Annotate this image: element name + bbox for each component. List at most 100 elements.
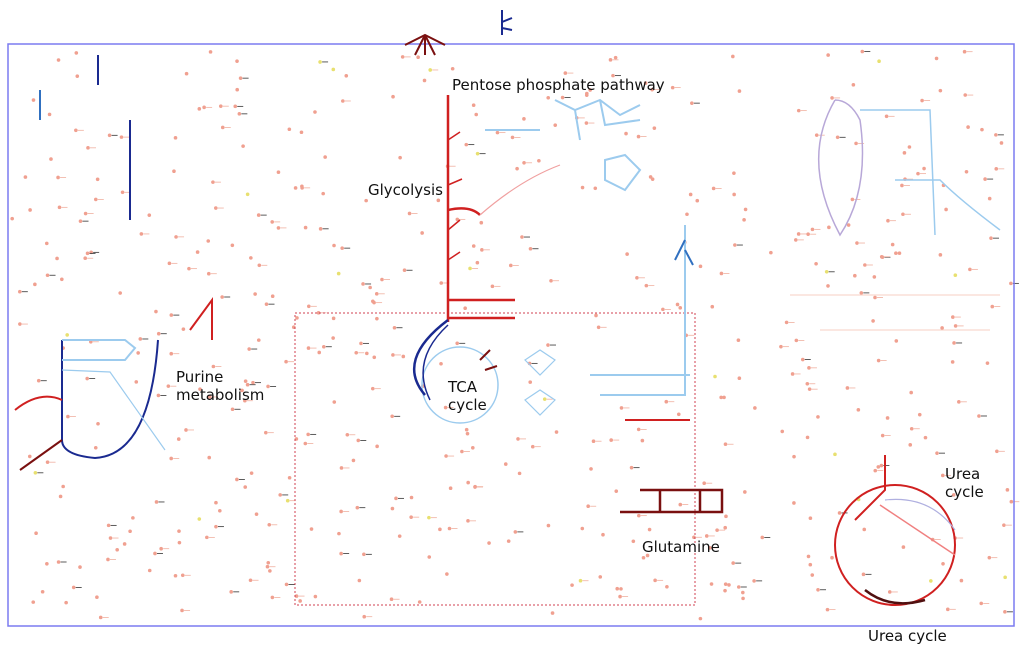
metabolite-node [723, 525, 728, 530]
metabolite-node [298, 599, 302, 603]
metabolite-node [409, 495, 414, 500]
metabolite-node [466, 519, 470, 523]
metabolite-node [380, 277, 384, 282]
metabolite-node [284, 359, 288, 364]
metabolite-node [953, 273, 958, 277]
metabolite-node [752, 579, 756, 583]
metabolite-node [648, 175, 653, 179]
map-frame [7, 43, 1015, 627]
metabolite-node [78, 219, 83, 223]
metabolite-node [584, 121, 589, 125]
metabolite-node [810, 227, 815, 232]
metabolite-node [450, 66, 455, 71]
metabolite-node [243, 485, 248, 489]
metabolite-node [794, 338, 799, 343]
metabolite-node [835, 135, 840, 140]
metabolite-node [40, 589, 45, 594]
metabolite-node [1005, 488, 1010, 492]
metabolite-node [264, 430, 268, 435]
metabolite-node [732, 192, 736, 197]
metabolite-node [810, 573, 815, 577]
metabolite-node [128, 529, 132, 534]
metabolite-node [276, 226, 281, 230]
metabolite-node [698, 616, 703, 621]
metabolite-node [644, 283, 649, 288]
metabolite-node [830, 96, 834, 100]
metabolite-node [278, 493, 283, 497]
metabolite-node [247, 347, 251, 351]
metabolite-node [169, 456, 174, 461]
metabolite-node [235, 87, 240, 92]
metabolite-node [542, 397, 547, 401]
metabolite-node [287, 127, 292, 132]
metabolite-node [443, 405, 448, 410]
metabolite-node [372, 300, 376, 305]
metabolite-node [741, 596, 745, 601]
metabolite-node [107, 133, 112, 138]
metabolite-node [238, 76, 243, 80]
metabolite-node [578, 578, 583, 583]
metabolite-node [805, 381, 810, 386]
metabolite-node [876, 465, 881, 469]
metabolite-node [57, 205, 62, 210]
metabolite-node [402, 268, 407, 273]
metabolite-node [796, 108, 801, 113]
metabolite-node [392, 325, 397, 330]
metabolite-node [890, 242, 895, 247]
metabolite-node [417, 600, 422, 604]
metabolite-node [742, 218, 746, 222]
metabolite-node [202, 105, 206, 110]
metabolite-node [941, 562, 945, 566]
metabolite-node [985, 361, 990, 365]
metabolite-node [375, 316, 379, 321]
metabolite-node [85, 376, 89, 381]
metabolite-node [438, 527, 442, 532]
metabolite-node [267, 522, 272, 527]
metabolite-node [894, 251, 898, 256]
metabolite-node [86, 146, 90, 150]
metabolite-node [860, 49, 865, 54]
metabolite-node [284, 582, 289, 587]
metabolite-node [908, 443, 913, 447]
metabolite-node [362, 552, 366, 557]
metabolite-node [940, 473, 945, 478]
metabolite-node [45, 273, 50, 278]
metabolite-node [995, 449, 999, 454]
metabolite-node [243, 398, 247, 403]
metabolite-node [167, 261, 172, 266]
metabolite-node [784, 320, 789, 325]
metabolite-node [661, 307, 665, 312]
metabolite-node [807, 366, 811, 370]
metabolite-node [351, 458, 356, 463]
metabolite-node [664, 399, 669, 404]
metabolite-node [851, 83, 856, 87]
metabolite-node [723, 442, 728, 447]
metabolite-node [465, 431, 470, 436]
metabolite-node [134, 380, 139, 384]
metabolite-node [122, 542, 127, 546]
metabolite-node [640, 438, 645, 443]
metabolite-node [885, 416, 890, 420]
metabolite-node [780, 429, 785, 434]
metabolite-node [74, 51, 79, 55]
metabolite-node [945, 607, 950, 612]
metabolite-node [994, 133, 998, 137]
metabolite-node [66, 414, 70, 419]
metabolite-node [929, 579, 933, 583]
metabolite-node [156, 393, 161, 398]
metabolite-node [591, 439, 596, 443]
metabolite-node [580, 526, 585, 531]
metabolite-node [197, 107, 202, 111]
metabolite-node [397, 534, 402, 538]
metabolite-node [987, 555, 992, 560]
metabolite-node [475, 260, 480, 265]
metabolite-node [670, 85, 675, 90]
metabolite-node [27, 454, 32, 459]
metabolite-node [270, 220, 275, 224]
pentose-phosphate-pathway [485, 98, 642, 192]
metabolite-node [455, 341, 460, 346]
metabolite-node [316, 311, 321, 315]
metabolite-node [153, 551, 157, 556]
metabolite-node [805, 435, 810, 440]
metabolite-node [106, 523, 111, 528]
